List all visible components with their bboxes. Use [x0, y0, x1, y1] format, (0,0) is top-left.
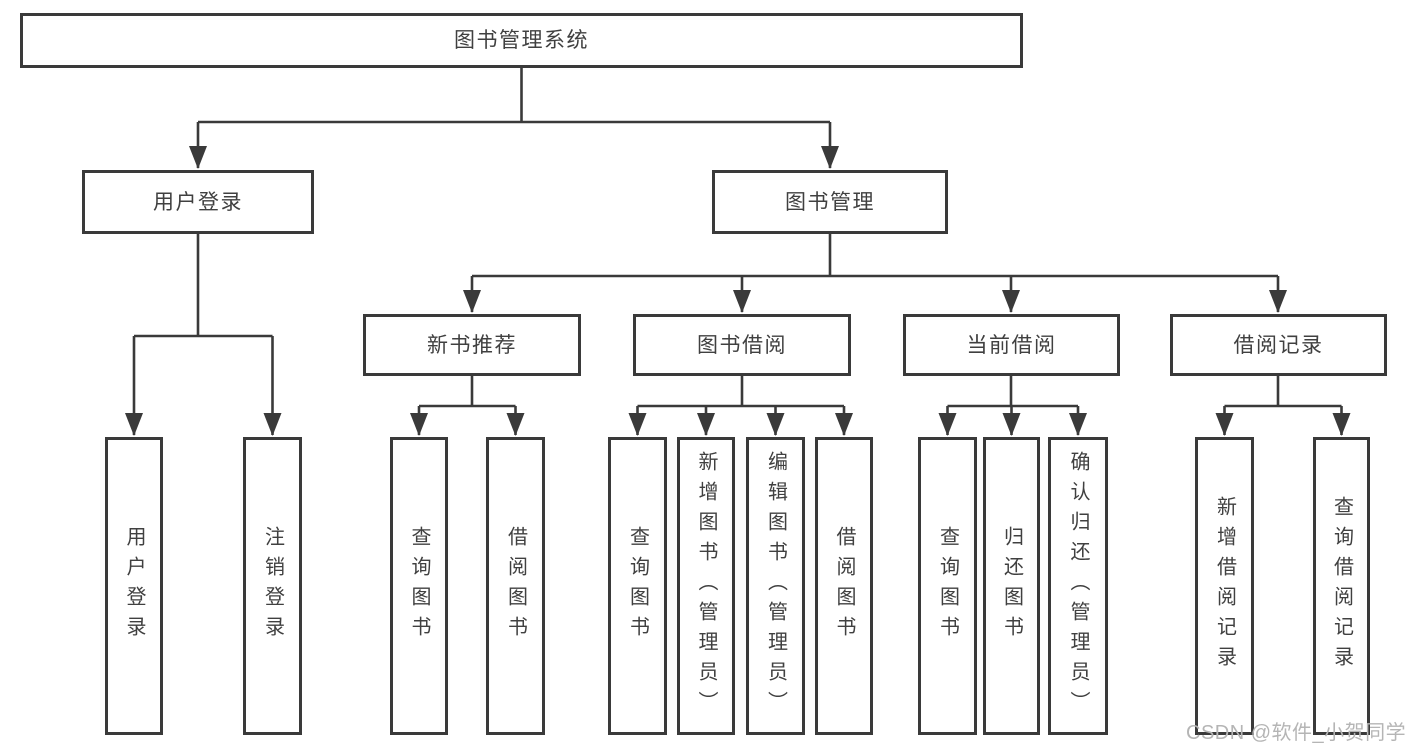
node-label: 查询图书 [936, 526, 959, 646]
node-label: 借阅图书 [504, 526, 527, 646]
node-label: 归还图书 [1000, 526, 1023, 646]
node-label: 图书借阅 [697, 333, 787, 357]
node-label: 图书管理系统 [454, 29, 589, 52]
leaf-add-borrow-record: 新增借阅记录 [1195, 437, 1254, 735]
csdn-watermark: CSDN @软件_小贺同学 [1186, 722, 1405, 744]
node-label: 用户登录 [153, 190, 243, 214]
leaf-edit-book-admin: 编辑图书（管理员） [746, 437, 805, 735]
node-label: 确认归还（管理员） [1067, 451, 1089, 721]
node-library-system: 图书管理系统 [20, 13, 1023, 68]
node-label: 查询图书 [626, 526, 649, 646]
node-book-management: 图书管理 [712, 170, 948, 234]
node-label: 查询借阅记录 [1330, 496, 1353, 676]
leaf-query-borrow-record: 查询借阅记录 [1313, 437, 1370, 735]
node-book-borrow: 图书借阅 [633, 314, 851, 376]
node-borrow-records: 借阅记录 [1170, 314, 1387, 376]
leaf-borrow-books: 借阅图书 [815, 437, 873, 735]
leaf-user-login: 用户登录 [105, 437, 163, 735]
node-label: 借阅记录 [1233, 333, 1324, 357]
leaf-confirm-return-admin: 确认归还（管理员） [1048, 437, 1108, 735]
node-label: 新增借阅记录 [1213, 496, 1236, 676]
node-label: 当前借阅 [966, 333, 1057, 357]
leaf-return-book: 归还图书 [983, 437, 1040, 735]
arrow-lines [125, 122, 1351, 436]
node-label: 图书管理 [785, 190, 875, 214]
leaf-add-book-admin: 新增图书（管理员） [677, 437, 735, 735]
node-label: 查询图书 [408, 526, 430, 646]
leaf-query-books-current: 查询图书 [918, 437, 977, 735]
node-new-book-recommend: 新书推荐 [363, 314, 581, 376]
node-current-borrow: 当前借阅 [903, 314, 1120, 376]
node-label: 编辑图书（管理员） [764, 451, 787, 721]
node-label: 新书推荐 [427, 333, 517, 357]
node-label: 新增图书（管理员） [695, 451, 717, 721]
leaf-borrow-books-recommend: 借阅图书 [486, 437, 545, 735]
node-label: 借阅图书 [833, 526, 855, 646]
node-label: 用户登录 [123, 526, 145, 646]
leaf-logout: 注销登录 [243, 437, 302, 735]
leaf-query-books-borrow: 查询图书 [608, 437, 667, 735]
branch-lines [134, 68, 1342, 408]
node-user-login: 用户登录 [82, 170, 314, 234]
leaf-query-books-recommend: 查询图书 [390, 437, 448, 735]
node-label: 注销登录 [261, 526, 284, 646]
